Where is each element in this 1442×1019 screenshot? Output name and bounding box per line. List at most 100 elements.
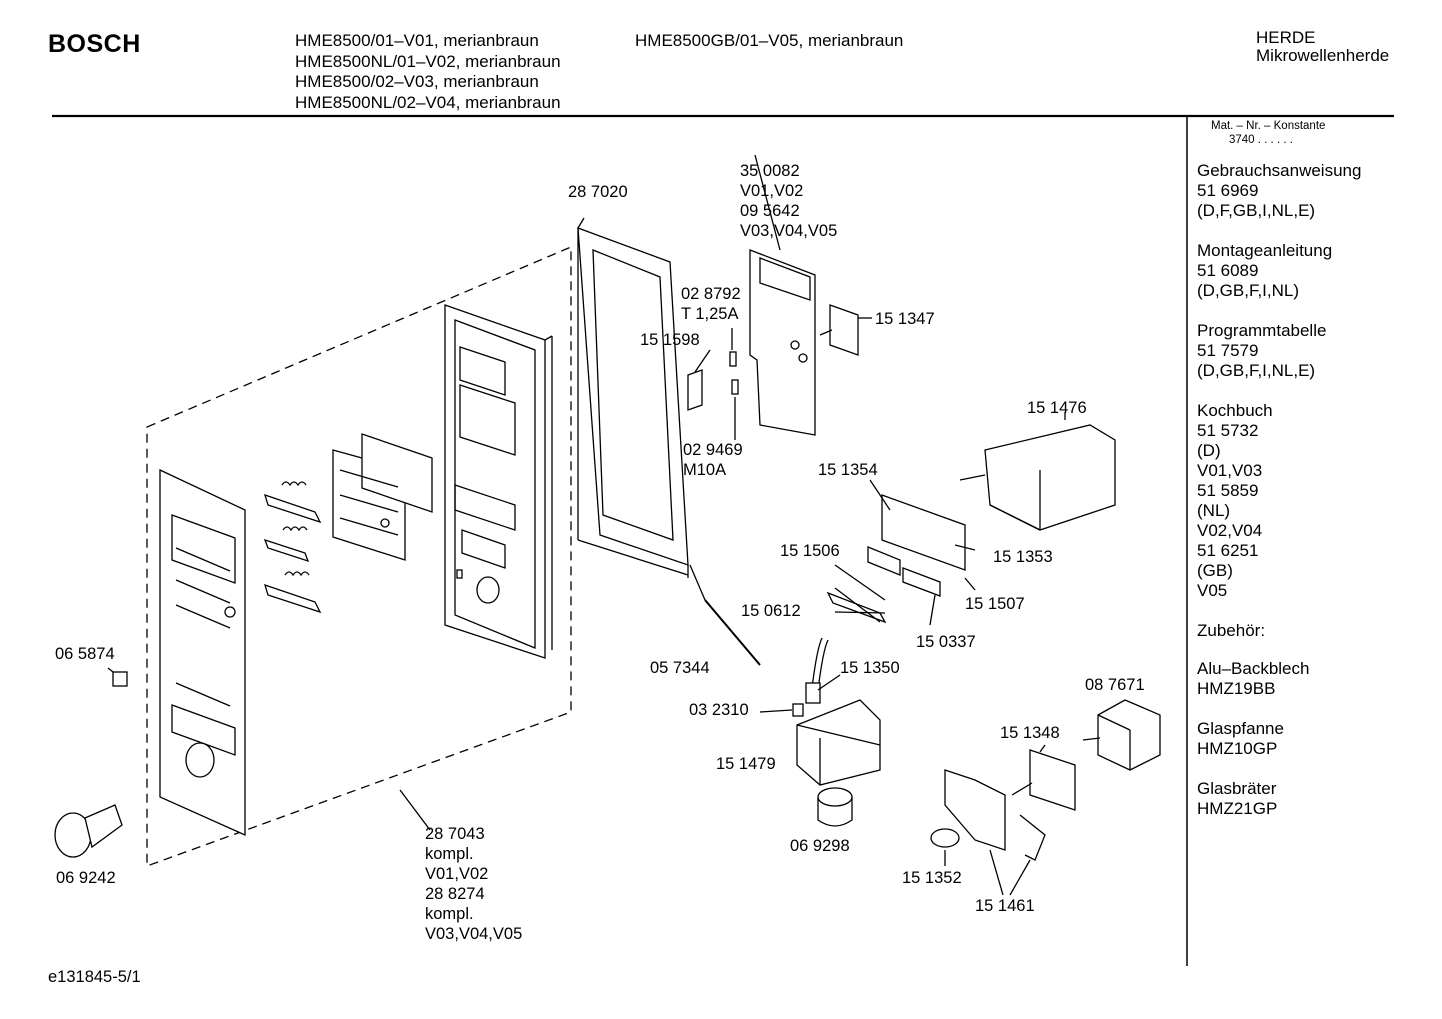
part-number: 06 9298	[790, 837, 850, 855]
model-line: HME8500/02–V03, merianbraun	[295, 72, 539, 91]
category-block: HERDE Mikrowellenherde	[1256, 29, 1389, 65]
lamp-wire	[689, 564, 706, 601]
sidebar-line: Montageanleitung	[1197, 241, 1333, 260]
part-label: 15 1353	[993, 547, 1053, 567]
sidebar-line: V02,V04	[1197, 521, 1263, 540]
part-label: 15 1479	[716, 754, 776, 774]
callout-line	[399, 789, 431, 831]
part-number: 15 1476	[1027, 399, 1087, 417]
part-label: 28 7043 kompl. V01,V02 28 8274 kompl. V0…	[425, 824, 522, 944]
part-variant: V03,V04,V05	[425, 925, 523, 943]
sidebar-line: V01,V03	[1197, 461, 1263, 480]
callout-line	[834, 587, 881, 623]
sidebar-line: V05	[1197, 581, 1228, 600]
part-number: 35 0082	[740, 162, 800, 180]
callout-line	[834, 564, 886, 601]
callout-line	[964, 577, 976, 591]
material-number-block: Mat. – Nr. – Konstante 3740 . . . . . .	[1211, 119, 1325, 147]
part-label: 02 8792 T 1,25A	[681, 284, 741, 324]
fuse-holder	[687, 328, 739, 440]
part-number: 02 8792	[681, 285, 741, 303]
sidebar-block-glass-roaster: Glasbräter HMZ21GP	[1197, 779, 1277, 819]
sidebar-block-accessories: Zubehör:	[1197, 621, 1265, 641]
sidebar-block-glass-pan: Glaspfanne HMZ10GP	[1197, 719, 1284, 759]
sidebar-line: Glasbräter	[1197, 779, 1277, 798]
part-label: 15 0337	[916, 632, 976, 652]
part-number: 03 2310	[689, 701, 749, 719]
part-label: 08 7671	[1085, 675, 1145, 695]
rear-frame	[577, 217, 689, 578]
part-number: 28 7043	[425, 825, 485, 843]
model-line: HME8500/01–V01, merianbraun	[295, 31, 539, 50]
part-label: 15 1348	[1000, 723, 1060, 743]
circuit-board	[749, 154, 816, 436]
part-label: 15 1507	[965, 594, 1025, 614]
category-sub: Mikrowellenherde	[1256, 46, 1390, 65]
sidebar-block-manual: Gebrauchsanweisung 51 6969 (D,F,GB,I,NL,…	[1197, 161, 1361, 221]
part-number: 15 1506	[780, 542, 840, 560]
sidebar-line: Alu–Backblech	[1197, 659, 1310, 678]
knob-pin	[107, 667, 128, 687]
sidebar-line: Gebrauchsanweisung	[1197, 161, 1362, 180]
lamp-socket	[817, 787, 853, 827]
sidebar-line: (D,GB,F,I,NL)	[1197, 281, 1300, 300]
part-note: kompl.	[425, 845, 474, 863]
encoder	[819, 304, 872, 356]
part-label: 03 2310	[689, 700, 749, 720]
part-number: 06 5874	[55, 645, 115, 663]
sidebar-line: 51 7579	[1197, 341, 1259, 360]
sidebar-line: Programmtabelle	[1197, 321, 1327, 340]
callout-line	[834, 611, 886, 614]
front-frame	[444, 304, 553, 659]
part-note: kompl.	[425, 905, 474, 923]
part-variant: V01,V02	[740, 182, 804, 200]
lamp-wire	[704, 599, 761, 666]
part-number: 28 8274	[425, 885, 485, 903]
part-number: 09 5642	[740, 202, 800, 220]
part-number: 15 0337	[916, 633, 976, 651]
part-label: 15 1598	[640, 330, 700, 350]
sidebar-block-program-table: Programmtabelle 51 7579 (D,GB,F,I,NL,E)	[1197, 321, 1326, 381]
sidebar-line: (GB)	[1197, 561, 1233, 580]
part-label: 15 0612	[741, 601, 801, 621]
sidebar-block-cookbook: Kochbuch 51 5732 (D) V01,V03 51 5859 (NL…	[1197, 401, 1273, 601]
thermostat	[1082, 699, 1161, 771]
part-number: 15 1352	[902, 869, 962, 887]
part-variant: V01,V02	[425, 865, 489, 883]
part-number: 15 1353	[993, 548, 1053, 566]
model-list-right: HME8500GB/01–V05, merianbraun	[635, 31, 903, 52]
category-main: HERDE	[1256, 28, 1316, 47]
front-panel	[159, 468, 246, 837]
part-label: 28 7020	[568, 182, 628, 202]
part-spec: M10A	[683, 461, 727, 479]
sidebar-line: 51 5859	[1197, 481, 1259, 500]
sidebar-line: 51 6089	[1197, 261, 1259, 280]
sidebar-line: Zubehör:	[1197, 621, 1266, 640]
part-label: 35 0082 V01,V02 09 5642 V03,V04,V05	[740, 161, 837, 241]
contact-bridges	[826, 479, 976, 624]
switch-block	[959, 412, 1116, 531]
material-number-value: 3740 . . . . . .	[1229, 134, 1293, 146]
assembly-outline	[146, 246, 572, 867]
contact-plate	[332, 433, 433, 561]
material-number-title: Mat. – Nr. – Konstante	[1211, 120, 1326, 132]
part-number: 15 1348	[1000, 724, 1060, 742]
potentiometer	[1011, 744, 1076, 811]
mounting-bracket	[930, 769, 1046, 896]
part-label: 06 9298	[790, 836, 850, 856]
push-buttons	[263, 481, 322, 614]
part-number: 05 7344	[650, 659, 710, 677]
part-number: 08 7671	[1085, 676, 1145, 694]
part-variant: V03,V04,V05	[740, 222, 838, 240]
part-number: 15 1461	[975, 897, 1035, 915]
part-number: 15 1350	[840, 659, 900, 677]
sidebar-line: (D,F,GB,I,NL,E)	[1197, 201, 1316, 220]
part-number: 28 7020	[568, 183, 628, 201]
part-number: 02 9469	[683, 441, 743, 459]
part-label: 15 1476	[1027, 398, 1087, 418]
model-line: HME8500GB/01–V05, merianbraun	[635, 31, 904, 50]
model-line: HME8500NL/02–V04, merianbraun	[295, 92, 561, 112]
control-knob	[54, 804, 123, 858]
model-list-left: HME8500/01–V01, merianbraun HME8500NL/01…	[295, 31, 561, 113]
